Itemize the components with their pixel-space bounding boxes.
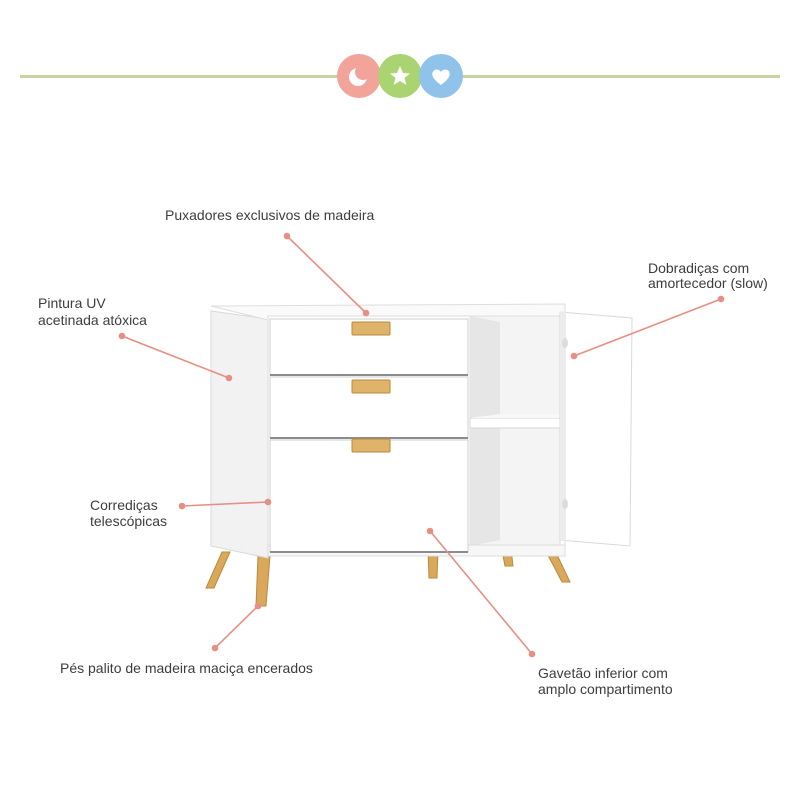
star-icon (378, 54, 422, 98)
heart-icon (419, 54, 463, 98)
label-hinges-line1: Dobradiças com (648, 260, 750, 276)
label-handles: Puxadores exclusivos de madeira (165, 207, 375, 223)
label-drawer-line2: amplo compartimento (538, 681, 673, 697)
moon-icon (337, 54, 381, 98)
drawers (269, 318, 469, 553)
open-door (559, 311, 633, 547)
header-divider-left (20, 75, 340, 78)
label-drawer-line1: Gavetão inferior com (538, 665, 668, 681)
header-divider-right (462, 75, 780, 78)
callout-lines (118, 232, 725, 658)
label-slides-line2: telescópicas (90, 513, 168, 529)
label-slides-line1: Corrediças (90, 497, 158, 513)
label-paint-line1: Pintura UV (38, 295, 106, 311)
label-feet: Pés palito de madeira maciça encerados (60, 660, 313, 676)
label-paint-line2: acetinada atóxica (38, 312, 147, 328)
label-hinges-line2: amortecedor (slow) (648, 275, 768, 291)
